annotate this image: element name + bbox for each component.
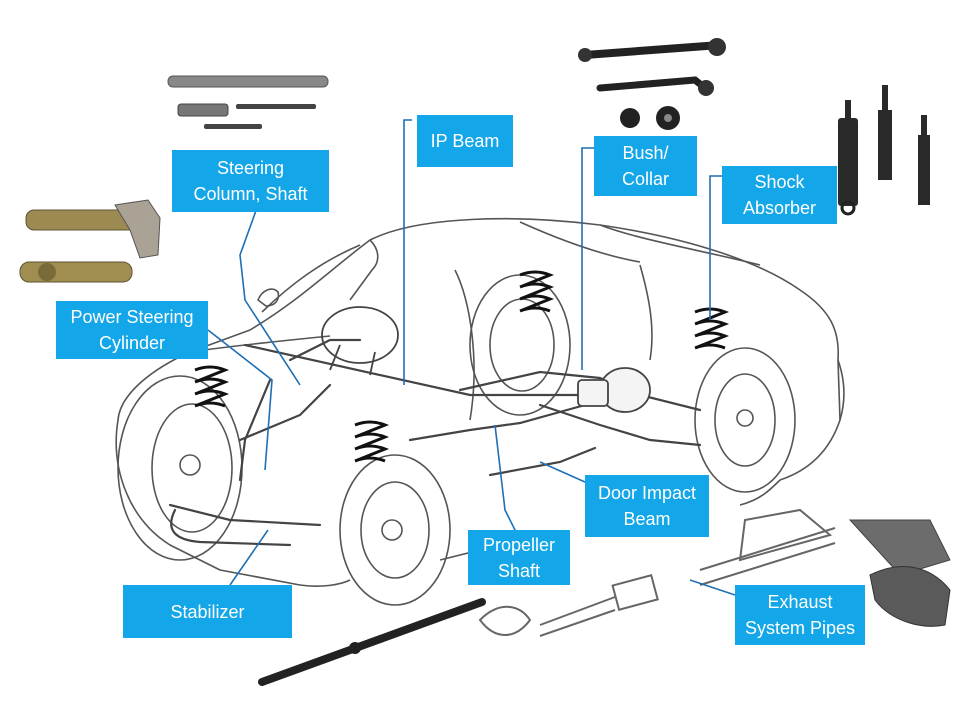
label-ip-beam: IP Beam: [417, 115, 513, 167]
leader-lines: [207, 119, 736, 596]
steering-wheel: [321, 306, 399, 376]
shock-absorber-image: [838, 85, 930, 216]
label-stabilizer: Stabilizer: [123, 585, 292, 638]
label-shock-absorber: Shock Absorber: [722, 166, 837, 224]
label-exhaust-system-pipes: Exhaust System Pipes: [735, 585, 865, 645]
leader-propeller: [494, 424, 521, 541]
coil-springs: [194, 270, 730, 463]
chassis-frame: [168, 338, 702, 547]
leader-ip-beam: [403, 119, 412, 385]
leader-steering: [239, 204, 301, 386]
label-steering-column-shaft: Steering Column, Shaft: [172, 150, 329, 212]
exhaust-manifold-image: [848, 519, 951, 627]
steering-shaft-parts-image: [167, 75, 329, 129]
exhaust-pipes-image: [478, 508, 836, 637]
leader-exhaust: [689, 579, 736, 596]
label-bush-collar: Bush/ Collar: [594, 136, 697, 196]
label-propeller-shaft: Propeller Shaft: [468, 530, 570, 585]
power-steering-cylinder-image: [19, 199, 161, 283]
label-door-impact-beam: Door Impact Beam: [585, 475, 709, 537]
front-right-wheel: [339, 454, 451, 606]
control-arm-bush-image: [578, 38, 726, 130]
leader-bush: [581, 147, 594, 370]
front-left-wheel: [117, 375, 243, 561]
leader-power-steering: [207, 329, 273, 471]
labels: Steering Column, Shaft IP Beam Bush/ Col…: [56, 115, 865, 645]
label-power-steering-cylinder: Power Steering Cylinder: [56, 301, 208, 359]
leader-door-beam: [539, 461, 586, 483]
leader-shock: [709, 175, 722, 320]
rear-right-wheel: [694, 347, 796, 493]
propeller-shaft-image: [258, 598, 486, 686]
differential: [577, 367, 651, 413]
leader-stabilizer: [229, 529, 269, 586]
